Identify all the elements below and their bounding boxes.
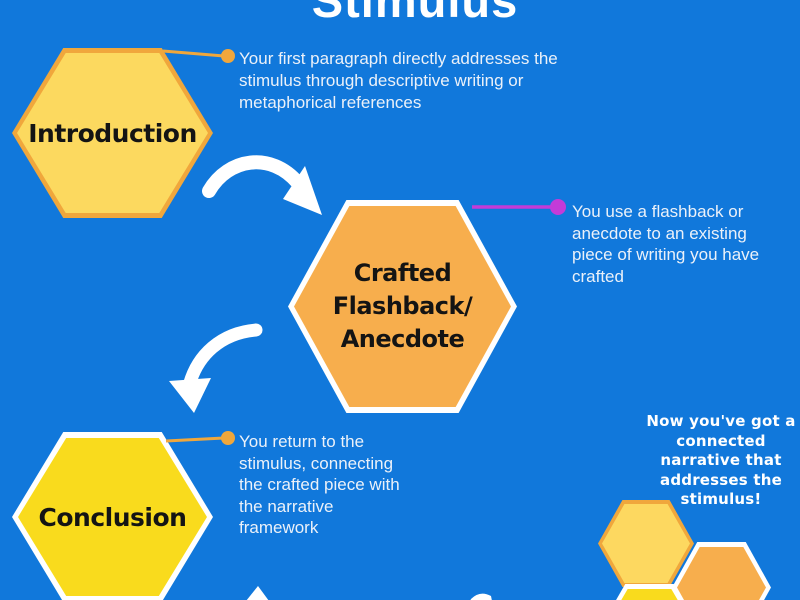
hexagon-conclusion-label: Conclusion — [38, 502, 187, 532]
connector-dot-introduction — [221, 49, 235, 63]
decorative-hexagon-yellow — [598, 500, 694, 587]
hexagon-introduction-label: Introduction — [28, 118, 197, 148]
page-title: Stimulus — [311, 0, 519, 27]
annotation-introduction: Your first paragraph directly addresses … — [239, 49, 558, 112]
bottom-arrow-fragment-left — [246, 586, 269, 600]
hexagon-conclusion: Conclusion — [12, 432, 213, 600]
hexagon-crafted-flashback-label: Crafted Flashback/ Anecdote — [332, 259, 473, 353]
curved-arrow-down-left-icon — [169, 323, 263, 413]
hexagon-crafted-flashback: Crafted Flashback/ Anecdote — [288, 200, 517, 413]
decorative-hexagon-orange — [672, 542, 771, 600]
annotation-conclusion: You return to the stimulus, connecting t… — [239, 432, 400, 537]
hexagon-introduction: Introduction — [12, 48, 213, 218]
decorative-hexagon-bright-yellow-fill — [605, 589, 694, 600]
summary-note: Now you've got a connected narrative tha… — [646, 412, 796, 508]
connector-dot-conclusion — [221, 431, 235, 445]
connector-dot-crafted-flashback — [550, 199, 566, 215]
annotation-crafted-flashback: You use a flashback or anecdote to an ex… — [572, 202, 760, 287]
bottom-arrow-fragment-right — [470, 593, 492, 600]
